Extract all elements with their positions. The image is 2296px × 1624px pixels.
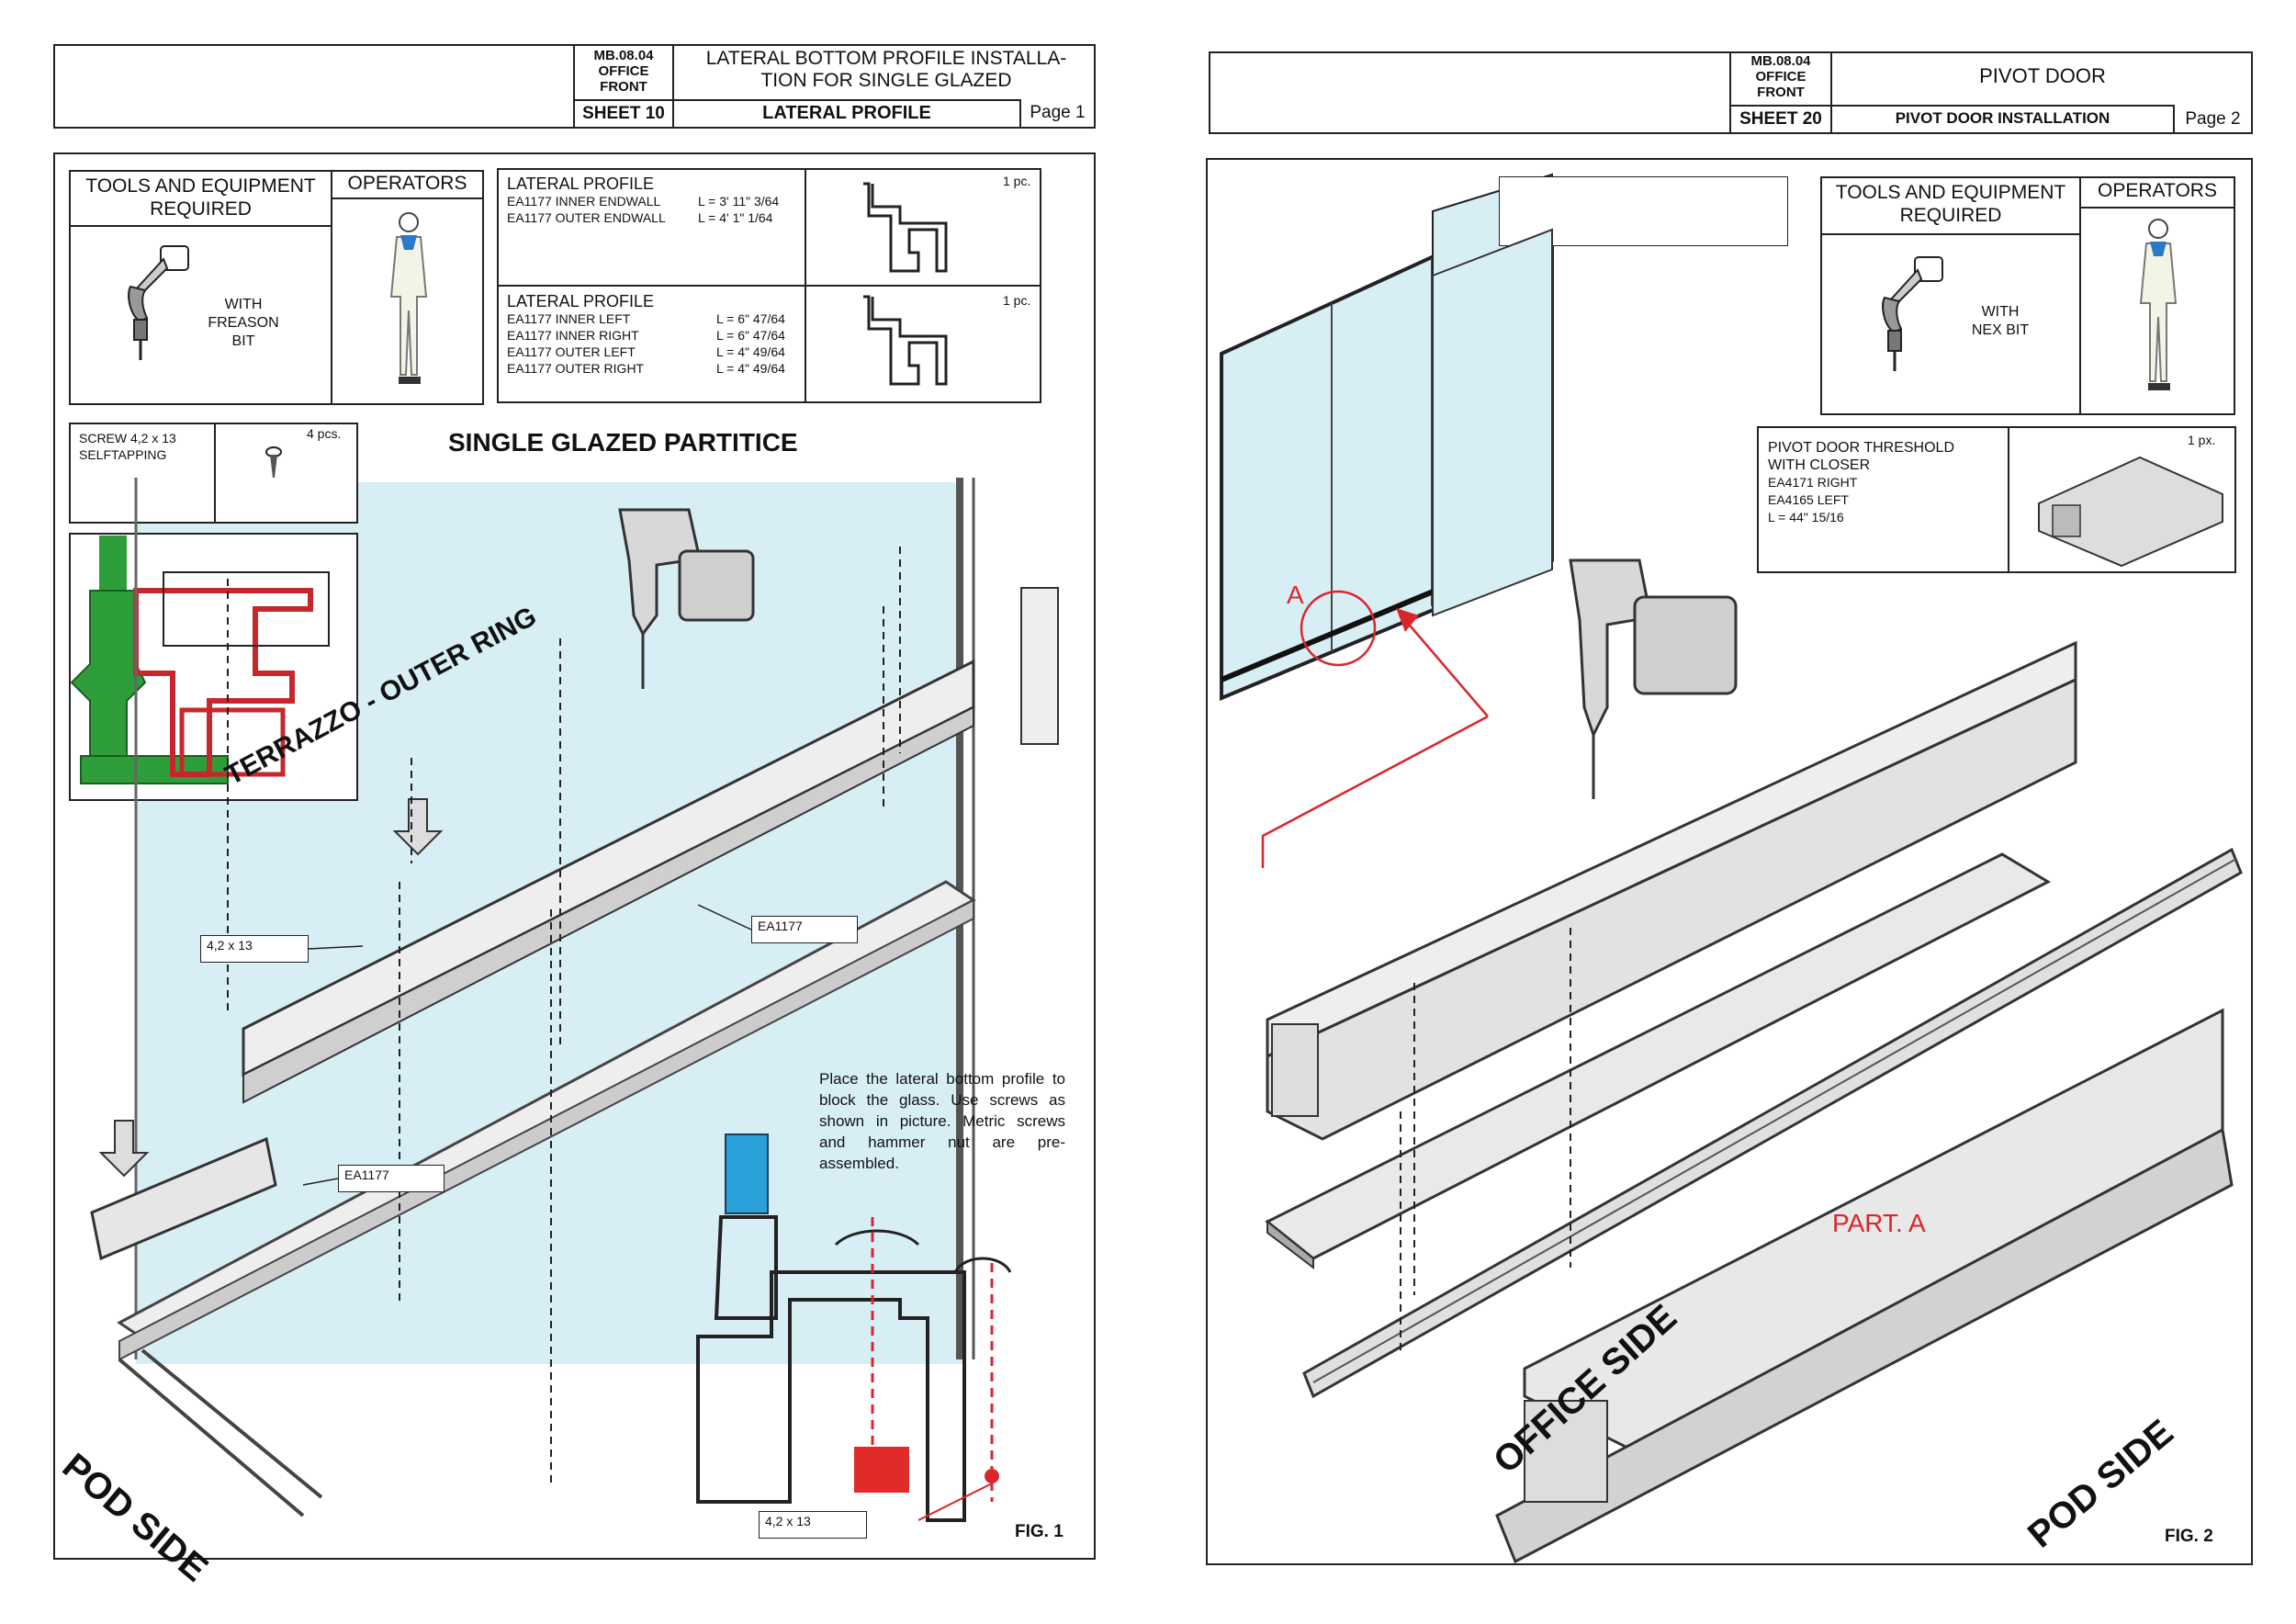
sheet20-fig-label: FIG. 2 [2165, 1527, 2213, 1546]
operator-figure-icon [389, 212, 428, 384]
sheet20-sheet-cell [1729, 105, 1832, 134]
profile-section-icon [863, 182, 948, 273]
part-2-title: LATERAL PROFILE [507, 292, 655, 310]
sheet10-screw-box [69, 423, 358, 524]
part-qty: 1 px. [2188, 433, 2216, 447]
operators-title: OPERATORS [347, 173, 467, 194]
parts-divider-h [497, 285, 1041, 287]
screw-icon [265, 446, 282, 478]
callout-profile-a: EA1177 [751, 916, 858, 943]
tools-divider [331, 170, 332, 405]
part-2-name-3: EA1177 OUTER LEFT [507, 344, 636, 359]
drill-icon [1882, 256, 1943, 371]
sheet10-code-cell [573, 44, 674, 101]
part-2-len-3: L = 4" 49/64 [716, 344, 785, 359]
part-2-len-1: L = 6" 47/64 [716, 311, 785, 326]
sheet10-assembly-drawing [90, 478, 1059, 1517]
sheet10-subtitle: LATERAL PROFILE [762, 103, 931, 123]
screw-divider [214, 423, 216, 524]
part-1-len-2: L = 4' 1" 1/64 [698, 210, 773, 225]
sheet10-sheet-cell [573, 99, 674, 129]
sheet20-subtitle-cell [1830, 105, 2175, 134]
sheet10-heading: SINGLE GLAZED PARTITICE [448, 428, 798, 457]
operators-title-underline [331, 197, 484, 199]
operator-figure-icon [2139, 219, 2178, 390]
part-2-name-2: EA1177 INNER RIGHT [507, 328, 639, 343]
sheet20-title: PIVOT DOOR [1979, 64, 2106, 87]
profile-cross-section [70, 536, 330, 784]
part-1-qty: 1 pc. [1003, 174, 1031, 188]
sheet10-page: Page 1 [1030, 103, 1086, 122]
operators-title: OPERATORS [2098, 180, 2217, 201]
profile-section-icon [863, 295, 948, 386]
sheet20-subtitle: PIVOT DOOR INSTALLATION [1895, 109, 2110, 127]
callout-screw-b: 4,2 x 13 [759, 1511, 867, 1539]
sheet10-note: Place the lateral bottom profile to bloc… [819, 1070, 1065, 1172]
part-2-len-2: L = 6" 47/64 [716, 328, 785, 343]
part-2-qty: 1 pc. [1003, 293, 1031, 308]
sheet10-subtitle-cell [672, 99, 1021, 129]
screw-qty: 4 pcs. [307, 426, 342, 441]
sheet20-page: Page 2 [2185, 109, 2241, 129]
part-1-title: LATERAL PROFILE [507, 175, 655, 193]
detail-marker-label: A [1287, 581, 1304, 609]
callout-screw-a: 4,2 x 13 [200, 935, 309, 963]
part-1-name-1: EA1177 INNER ENDWALL [507, 194, 661, 209]
sheet20-sheet-number: SHEET 20 [1739, 109, 1822, 129]
sheet10-detail-section [696, 1133, 1012, 1522]
tools-title-underline [69, 225, 332, 227]
drill-icon [128, 245, 189, 360]
sheet10-title: LATERAL BOTTOM PROFILE INSTALLA-TION FOR… [705, 48, 1067, 91]
part-2-name-4: EA1177 OUTER RIGHT [507, 361, 645, 376]
part-2-name-1: EA1177 INNER LEFT [507, 311, 631, 326]
glass-wall-body [1432, 228, 1553, 617]
part-1-name-2: EA1177 OUTER ENDWALL [507, 210, 666, 225]
sheet10-fig-label: FIG. 1 [1015, 1522, 1064, 1541]
callout-profile-b: EA1177 [338, 1165, 445, 1192]
sheet10-sheet-number: SHEET 10 [582, 104, 665, 123]
threshold-thumbnail [2038, 456, 2223, 568]
sheet20-assembly-drawing [1265, 558, 2243, 1564]
part-1-len-1: L = 3' 11" 3/64 [698, 194, 780, 209]
operators-title-underline [2079, 207, 2235, 209]
part-divider [2008, 426, 2009, 573]
part-a-label: PART. A [1832, 1209, 1926, 1237]
sheet20-code-cell [1729, 51, 1832, 107]
part-2-len-4: L = 4" 49/64 [716, 361, 785, 376]
tools-title-underline [1820, 233, 2081, 235]
tools-divider [2079, 176, 2081, 415]
